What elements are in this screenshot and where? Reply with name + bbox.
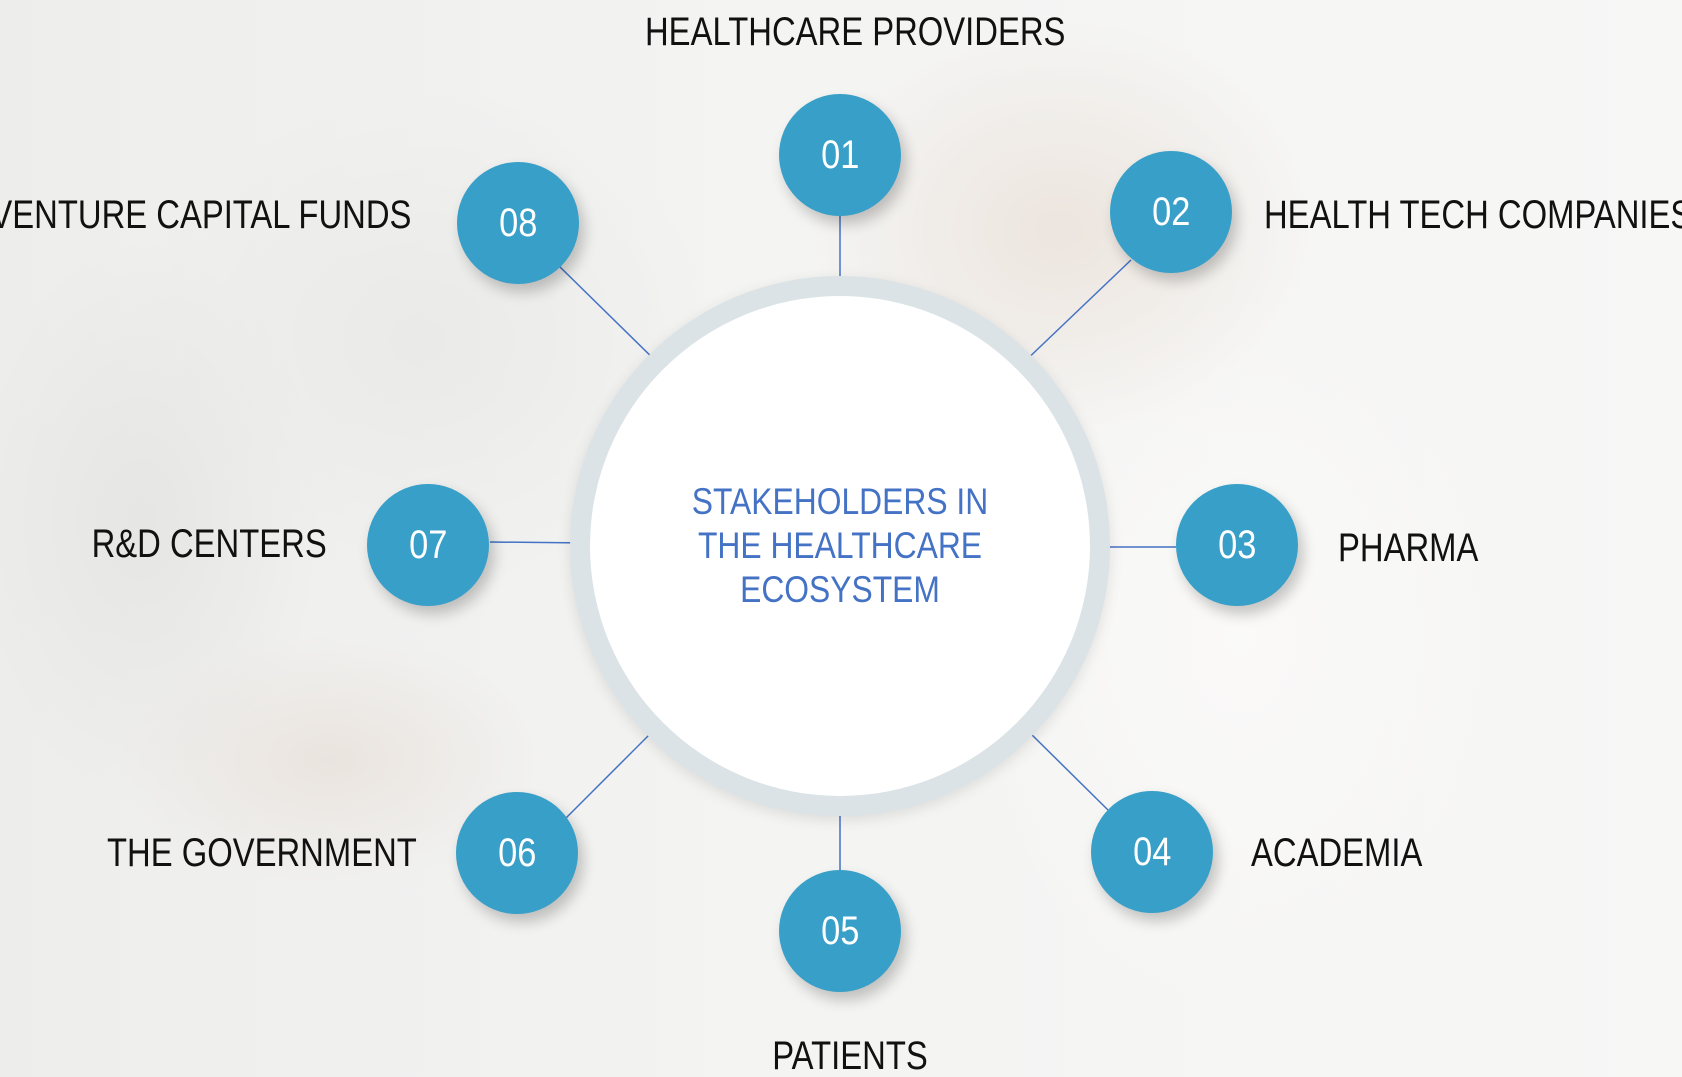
connector-08 [557,264,666,371]
node-number: 01 [820,132,860,177]
connector-04 [1023,726,1109,811]
node-01: 01 [779,94,901,216]
node-label-04: ACADEMIA [1251,831,1423,875]
node-number: 03 [1217,522,1257,567]
connector-02 [1019,259,1132,367]
node-label-08: VENTURE CAPITAL FUNDS [0,193,411,237]
node-02: 02 [1110,151,1232,273]
node-label-05: PATIENTS [772,1034,928,1077]
node-label-06: THE GOVERNMENT [107,831,417,875]
node-08: 08 [457,162,579,284]
node-number: 04 [1132,829,1172,874]
node-number: 06 [497,830,537,875]
node-04: 04 [1091,791,1213,913]
center-hub: STAKEHOLDERS IN THE HEALTHCARE ECOSYSTEM [590,296,1090,796]
node-number: 08 [498,200,538,245]
node-03: 03 [1176,484,1298,606]
node-label-07: R&D CENTERS [91,522,327,566]
node-number: 05 [820,908,860,953]
node-label-02: HEALTH TECH COMPANIES [1264,193,1682,237]
node-label-03: PHARMA [1338,526,1479,570]
node-label-01: HEALTHCARE PROVIDERS [645,10,1066,54]
connector-06 [563,723,661,821]
node-number: 07 [408,522,448,567]
node-05: 05 [779,870,901,992]
node-06: 06 [456,792,578,914]
node-number: 02 [1151,189,1191,234]
center-title: STAKEHOLDERS IN THE HEALTHCARE ECOSYSTEM [691,481,989,610]
node-07: 07 [367,484,489,606]
